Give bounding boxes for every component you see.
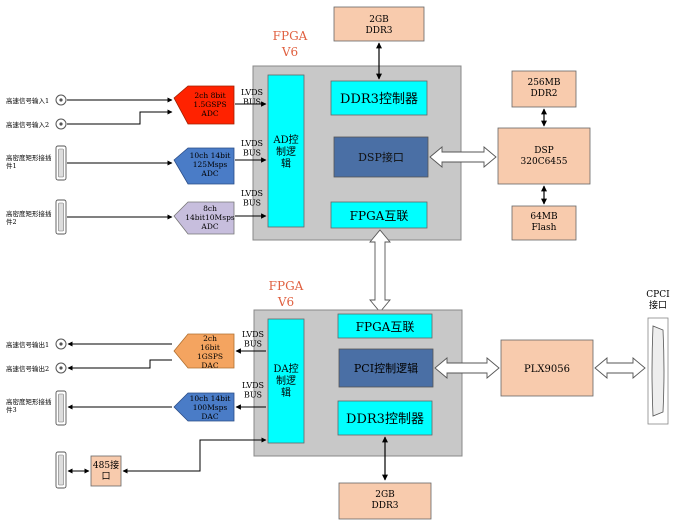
bottom-ddr3-controller-block bbox=[337, 400, 433, 436]
flash-memory-block bbox=[511, 205, 577, 241]
top-fpga-title-v6: V6 bbox=[281, 45, 298, 59]
top-fpga-interconnect-label: FPGA互联 bbox=[350, 209, 409, 223]
output-3-label: 高密度矩形接插件3 bbox=[6, 397, 52, 414]
pci-control-logic-label: PCI控制逻辑 bbox=[354, 361, 418, 375]
dsp-interface-block bbox=[333, 136, 429, 178]
top-fpga-interconnect-block bbox=[330, 201, 428, 229]
top-ddr3-memory-block bbox=[333, 6, 425, 42]
coax-output-1-pin bbox=[59, 342, 63, 346]
da-control-logic-label: DA控制逻辑 bbox=[273, 362, 298, 399]
dsp-chip-block bbox=[497, 127, 591, 185]
rs485-interface-label: 485接口 bbox=[93, 459, 119, 482]
output-2-label: 高速信号输出2 bbox=[6, 364, 49, 373]
rs485-to-fpga-link bbox=[122, 437, 267, 474]
ddr2-memory-block bbox=[511, 70, 577, 108]
bottom-fpga-interconnect-label: FPGA互联 bbox=[356, 320, 415, 334]
input-4-label: 高密度矩形接插件2 bbox=[6, 209, 52, 226]
fpga-interconnect-bus-arrow bbox=[369, 229, 391, 313]
top-fpga-title: FPGA bbox=[273, 29, 308, 43]
coax-output-2-pin bbox=[59, 366, 63, 370]
bottom-fpga-title-v6: V6 bbox=[277, 295, 294, 309]
plx9056-chip-block bbox=[500, 339, 594, 397]
adc-3-shape bbox=[173, 201, 235, 235]
dsp-interface-bus-arrow bbox=[429, 146, 497, 168]
dac-1-shape bbox=[173, 333, 235, 369]
pci-bus-arrow bbox=[434, 357, 500, 379]
rs485-connector-icon bbox=[58, 454, 64, 486]
input-3-label: 高密度矩形接插件1 bbox=[6, 153, 52, 170]
bottom-ddr3-controller-label: DDR3控制器 bbox=[346, 412, 424, 427]
dsp-interface-label: DSP接口 bbox=[358, 151, 404, 164]
da-control-logic-block bbox=[267, 318, 305, 444]
top-ddr3-controller-block bbox=[330, 80, 428, 116]
coax-input-1-pin bbox=[59, 98, 63, 102]
input-2-link bbox=[67, 109, 173, 125]
input-1-label: 高速信号输入1 bbox=[6, 96, 49, 105]
rs485-interface-block bbox=[90, 455, 122, 487]
dac-2-shape bbox=[173, 392, 235, 422]
adc-1-shape bbox=[173, 85, 235, 125]
connector-output-3-icon bbox=[58, 393, 64, 423]
coax-input-2-pin bbox=[59, 122, 63, 126]
bottom-ddr3-memory-block bbox=[338, 482, 432, 520]
cpci-bus-arrow bbox=[594, 357, 646, 379]
pci-control-logic-block bbox=[338, 348, 434, 388]
connector-input-4-icon bbox=[58, 202, 64, 232]
adc-2-shape bbox=[173, 147, 235, 185]
cpci-connector-icon bbox=[651, 325, 665, 417]
bottom-fpga-title: FPGA bbox=[269, 279, 304, 293]
output-1-label: 高速信号输出1 bbox=[6, 340, 49, 349]
input-2-label: 高速信号输入2 bbox=[6, 120, 49, 129]
ad-control-logic-label: AD控制逻辑 bbox=[272, 133, 298, 170]
bottom-fpga-interconnect-block bbox=[337, 313, 433, 339]
output-2-link bbox=[67, 359, 172, 371]
plx9056-chip-label: PLX9056 bbox=[524, 364, 570, 375]
ad-control-logic-block bbox=[267, 74, 305, 228]
connector-input-3-icon bbox=[58, 148, 64, 178]
top-ddr3-controller-label: DDR3控制器 bbox=[340, 92, 418, 107]
